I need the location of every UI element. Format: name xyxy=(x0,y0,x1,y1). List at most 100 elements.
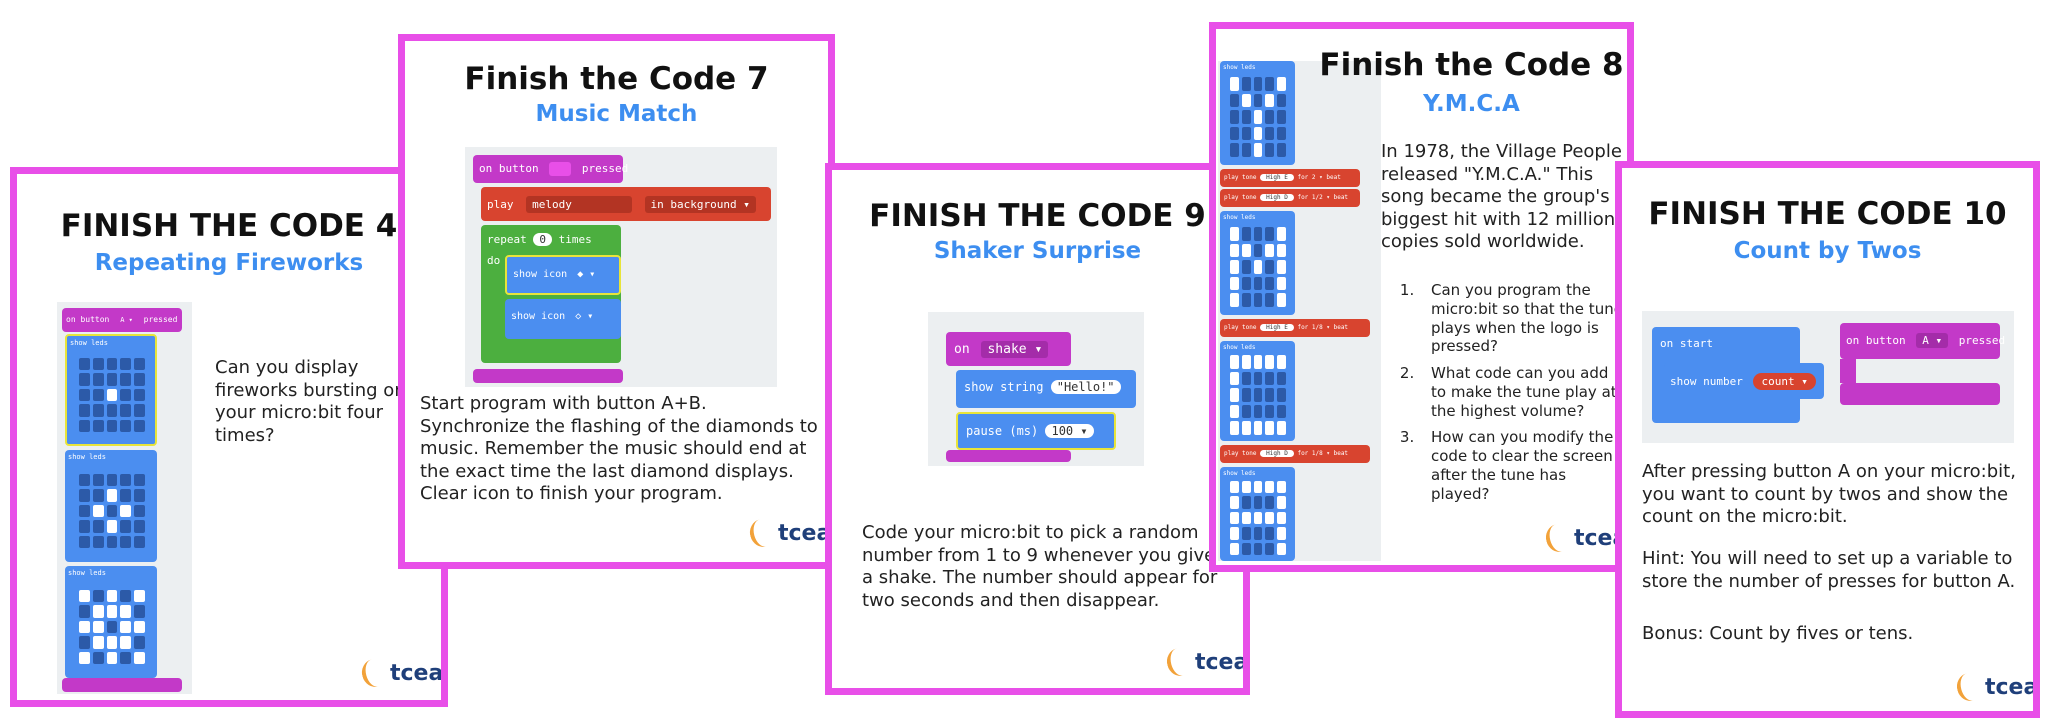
logo-text: tcea xyxy=(1195,649,1249,675)
show-leds-label: show leds xyxy=(1223,344,1256,351)
repeat-label: repeat xyxy=(487,233,527,246)
code-workspace: on button A ▾ pressed show leds show led… xyxy=(57,302,192,694)
card-finish-code-4: FINISH THE CODE 4 Repeating Fireworks on… xyxy=(10,167,448,707)
on-button-label: on button xyxy=(1846,334,1906,347)
shake-dropdown[interactable]: shake ▾ xyxy=(981,341,1049,358)
pause-label: pause (ms) xyxy=(966,424,1039,438)
card-subtitle: Music Match xyxy=(535,101,698,127)
block-footer xyxy=(473,369,623,383)
question-item: How can you modify the code to clear the… xyxy=(1419,428,1626,503)
card-title: Finish the Code 8 xyxy=(1319,47,1624,83)
note-dropdown: High D xyxy=(1260,450,1294,457)
show-leds-label: show leds xyxy=(68,569,106,577)
for-label: for xyxy=(1297,324,1309,331)
for-label: for xyxy=(1297,174,1309,181)
beat-dropdown: 1/8 ▾ beat xyxy=(1311,324,1349,331)
pressed-label: pressed xyxy=(1958,334,2006,347)
card-finish-code-9: FINISH THE CODE 9 Shaker Surprise on sha… xyxy=(825,163,1250,695)
button-dropdown: A ▾ xyxy=(120,316,133,324)
card-finish-code-8: show leds play tone High E for 2 ▾ beat … xyxy=(1209,22,1634,572)
led-grid-1 xyxy=(79,358,145,432)
logo-text: tcea xyxy=(390,660,444,686)
led-grid-a xyxy=(1230,481,1286,555)
card-text-1: After pressing button A on your micro:bi… xyxy=(1642,461,2016,527)
card-subtitle: Y.M.C.A xyxy=(1423,91,1520,117)
show-string-label: show string xyxy=(964,380,1044,394)
times-label: times xyxy=(558,233,592,246)
card-title: FINISH THE CODE 9 xyxy=(869,198,1206,234)
led-grid-c xyxy=(1230,355,1286,435)
play-tone-block-2: play tone High D for 1/2 ▾ beat xyxy=(1220,189,1360,207)
string-value-input[interactable]: "Hello!" xyxy=(1050,380,1121,394)
on-button-block: on button A ▾ pressed xyxy=(1840,323,2005,359)
button-dropdown[interactable]: A ▾ xyxy=(1916,333,1949,348)
do-label: do xyxy=(487,254,501,267)
card-text: Code your micro:bit to pick a random num… xyxy=(862,522,1233,611)
led-grid-3 xyxy=(79,590,145,664)
play-tone-label: play tone xyxy=(1224,194,1257,201)
card-intro: In 1978, the Village People released "Y.… xyxy=(1381,141,1622,252)
logo-text: tcea xyxy=(1985,674,2039,700)
show-number-block: show number count ▾ xyxy=(1664,363,1824,399)
pause-value-dropdown[interactable]: 100 ▾ xyxy=(1045,424,1094,438)
card-subtitle: Shaker Surprise xyxy=(933,238,1142,264)
play-tone-block-3: play tone High E for 1/8 ▾ beat xyxy=(1220,319,1370,337)
show-icon-label: show icon xyxy=(511,311,566,322)
card-finish-code-7: Finish the Code 7 Music Match on button … xyxy=(398,34,835,569)
note-dropdown: High E xyxy=(1260,174,1294,181)
small-diamond-icon: ◇ ▾ xyxy=(575,311,594,322)
tcea-logo: tcea xyxy=(1163,645,1249,679)
repeat-count-input[interactable]: 0 xyxy=(533,233,552,246)
button-swatch xyxy=(549,162,572,176)
show-icon-label: show icon xyxy=(513,269,568,280)
show-icon-block-2: show icon ◇ ▾ xyxy=(505,299,621,339)
card-title: FINISH THE CODE 4 xyxy=(60,208,398,244)
show-leds-label: show leds xyxy=(1223,470,1256,477)
play-tone-label: play tone xyxy=(1224,174,1257,181)
show-number-label: show number xyxy=(1670,375,1743,388)
on-button-label: on button xyxy=(479,162,539,175)
code-workspace: on shake ▾ show string "Hello!" pause (m… xyxy=(928,312,1144,466)
show-leds-label: show leds xyxy=(1223,64,1256,71)
on-shake-block: on shake ▾ xyxy=(946,332,1071,366)
question-item: Can you program the micro:bit so that th… xyxy=(1419,281,1626,356)
tcea-logo: tcea xyxy=(746,516,828,550)
logo-swoosh-icon xyxy=(1542,521,1576,555)
for-label: for xyxy=(1297,194,1309,201)
play-tone-block-1: play tone High E for 2 ▾ beat xyxy=(1220,169,1360,187)
play-tone-label: play tone xyxy=(1224,450,1257,457)
logo-swoosh-icon xyxy=(746,516,780,550)
card-subtitle: Count by Twos xyxy=(1733,238,1922,264)
card-title: Finish the Code 7 xyxy=(464,61,769,97)
pressed-label: pressed xyxy=(581,162,629,175)
card-finish-code-10: FINISH THE CODE 10 Count by Twos on star… xyxy=(1615,161,2040,718)
show-leds-label: show leds xyxy=(68,453,106,461)
on-label: on xyxy=(954,342,970,357)
code-workspace: show leds play tone High E for 2 ▾ beat … xyxy=(1218,61,1381,561)
code-workspace: on start show number count ▾ on button A… xyxy=(1642,311,2014,443)
code-workspace: on button pressed play melody in backgro… xyxy=(465,147,777,387)
logo-swoosh-icon xyxy=(1163,645,1197,679)
logo-swoosh-icon xyxy=(1953,670,1987,704)
count-variable[interactable]: count ▾ xyxy=(1753,373,1816,390)
pause-block: pause (ms) 100 ▾ xyxy=(956,412,1116,450)
block-footer xyxy=(1840,383,2000,405)
led-grid-y xyxy=(1230,77,1286,157)
card-text-2: Hint: You will need to set up a variable… xyxy=(1642,548,2016,592)
question-item: What code can you add to make the tune p… xyxy=(1419,364,1626,420)
show-icon-block-1: show icon ◆ ▾ xyxy=(505,255,621,295)
tcea-logo: tcea xyxy=(358,656,444,690)
show-leds-label: show leds xyxy=(70,339,108,347)
card-text: Start program with button A+B. Synchroni… xyxy=(420,393,818,504)
led-grid-m xyxy=(1230,227,1286,307)
tcea-logo: tcea xyxy=(1953,670,2039,704)
card-title: FINISH THE CODE 10 xyxy=(1648,196,2007,232)
note-dropdown: High E xyxy=(1260,324,1294,331)
question-list: Can you program the micro:bit so that th… xyxy=(1381,281,1626,511)
block-footer xyxy=(62,678,182,692)
on-button-label: on button xyxy=(66,315,110,324)
play-melody-block: play melody in background ▾ xyxy=(481,187,771,221)
beat-dropdown: 1/8 ▾ beat xyxy=(1311,450,1349,457)
play-tone-label: play tone xyxy=(1224,324,1257,331)
led-grid-2 xyxy=(79,474,145,548)
